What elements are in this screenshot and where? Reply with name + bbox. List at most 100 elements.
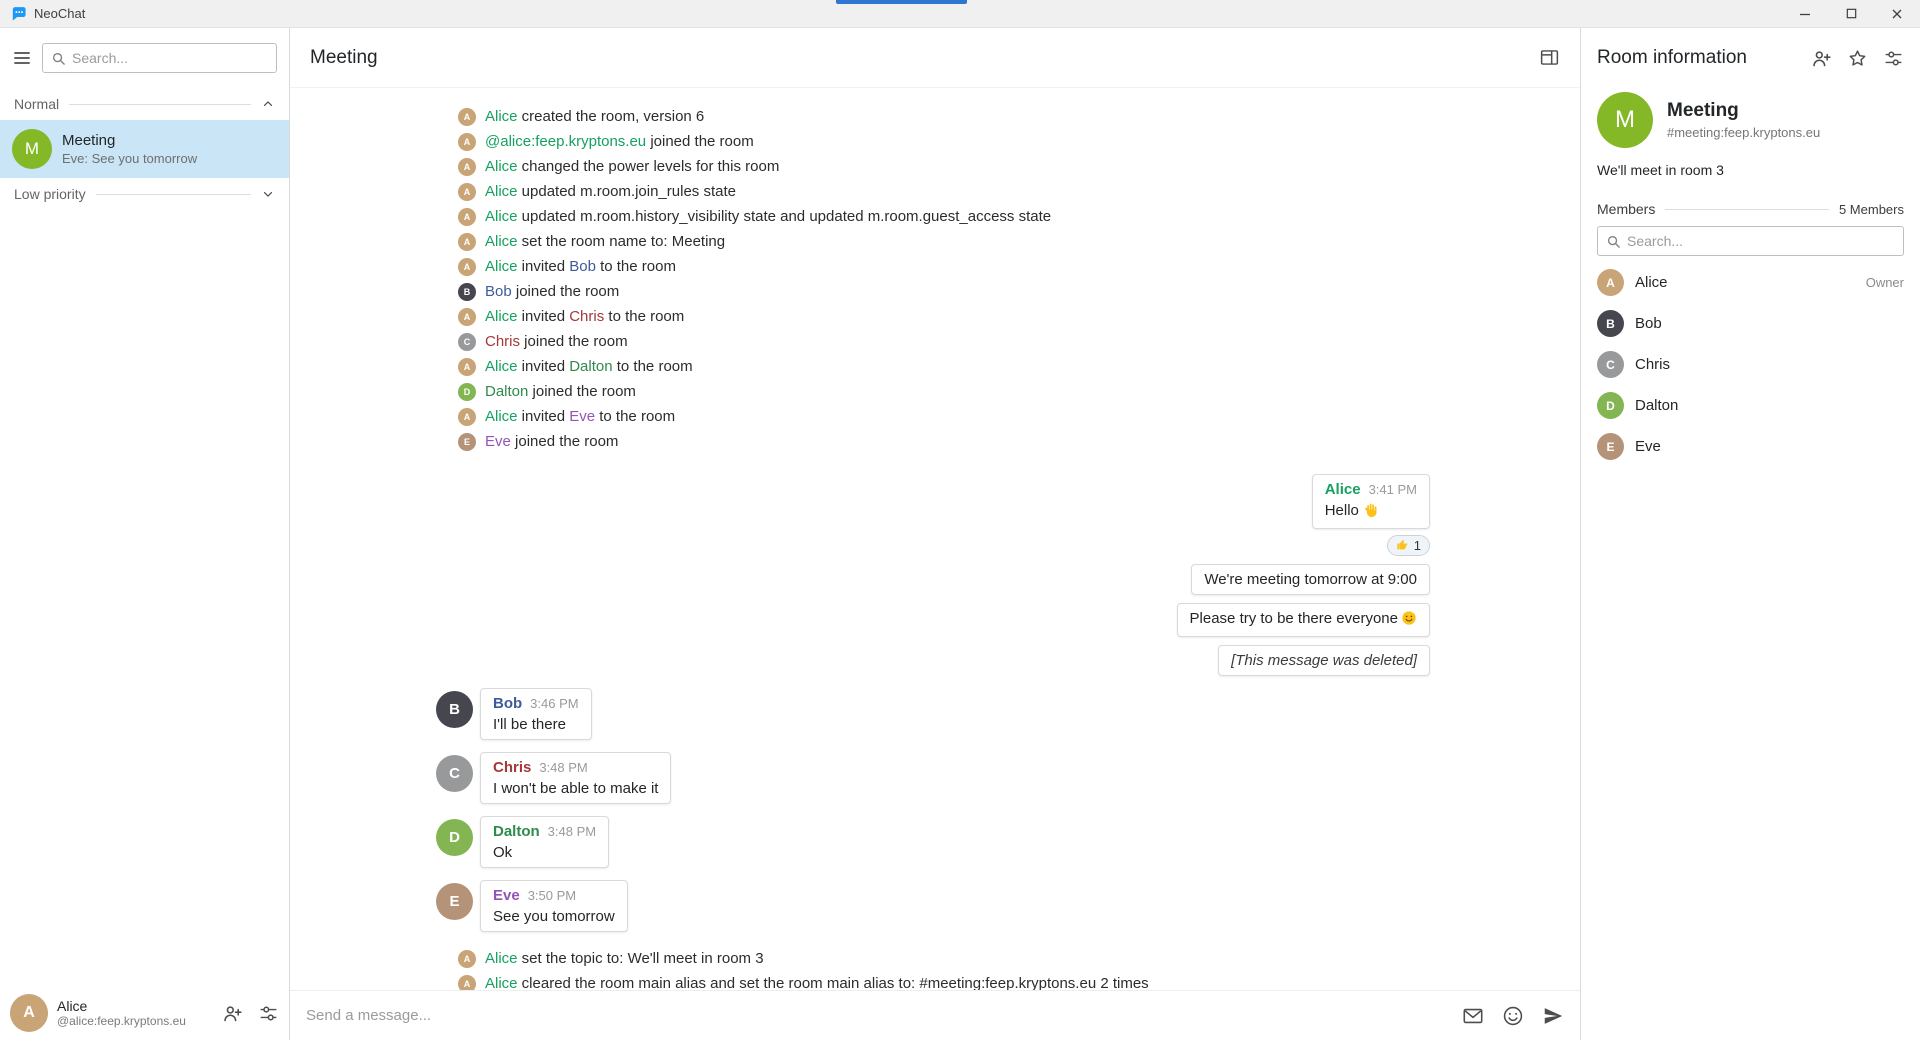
- state-text: Alice invited Chris to the room: [485, 308, 684, 325]
- close-button[interactable]: [1874, 0, 1920, 27]
- state-text-part: to the room: [612, 358, 693, 375]
- user-link[interactable]: @alice:feep.kryptons.eu: [485, 133, 647, 150]
- user-link[interactable]: Bob: [569, 258, 596, 275]
- message-time: 3:48 PM: [547, 824, 597, 839]
- members-divider: [1665, 208, 1829, 210]
- user-link[interactable]: Alice: [485, 308, 518, 325]
- panel-header: Room information: [1581, 28, 1920, 88]
- user-link[interactable]: Bob: [485, 283, 512, 300]
- user-avatar[interactable]: A: [10, 994, 48, 1032]
- state-text-part: set the room name to: Meeting: [517, 233, 726, 250]
- state-text: Alice changed the power levels for this …: [485, 158, 779, 175]
- state-text: @alice:feep.kryptons.eu joined the room: [485, 133, 754, 150]
- user-link[interactable]: Dalton: [485, 383, 529, 400]
- state-text: Bob joined the room: [485, 283, 619, 300]
- room-info-avatar: M: [1597, 92, 1653, 148]
- toggle-room-info-button[interactable]: [1539, 47, 1560, 68]
- room-search-input[interactable]: [72, 50, 268, 66]
- sender-name[interactable]: Eve: [493, 887, 520, 904]
- state-text-part: set the topic to: We'll meet in room 3: [517, 950, 764, 967]
- room-avatar: M: [12, 129, 52, 169]
- chevron-up-icon: [261, 97, 275, 111]
- user-meta: Alice @alice:feep.kryptons.eu: [57, 998, 207, 1028]
- user-link[interactable]: Alice: [485, 233, 518, 250]
- emoji-button[interactable]: [1502, 1005, 1524, 1027]
- account-area: A Alice @alice:feep.kryptons.eu: [0, 986, 289, 1040]
- maximize-button[interactable]: [1828, 0, 1874, 27]
- user-link[interactable]: Alice: [485, 208, 518, 225]
- send-button[interactable]: [1542, 1005, 1564, 1027]
- user-link[interactable]: Alice: [485, 975, 518, 990]
- member-row-chris[interactable]: C Chris: [1581, 344, 1920, 385]
- user-link[interactable]: Alice: [485, 358, 518, 375]
- user-link[interactable]: Alice: [485, 183, 518, 200]
- room-settings-button[interactable]: [1883, 48, 1904, 69]
- member-search-input[interactable]: [1627, 233, 1895, 249]
- user-link[interactable]: Alice: [485, 258, 518, 275]
- user-link[interactable]: Chris: [569, 308, 605, 325]
- user-link[interactable]: Alice: [485, 158, 518, 175]
- message-bubble[interactable]: Please try to be there everyone: [1176, 603, 1430, 637]
- hamburger-icon: [12, 48, 32, 68]
- titlebar: NeoChat: [0, 0, 1920, 28]
- state-text: Dalton joined the room: [485, 383, 636, 400]
- user-link[interactable]: Eve: [569, 408, 596, 425]
- chevron-down-icon: [261, 187, 275, 201]
- minimize-button[interactable]: [1782, 0, 1828, 27]
- message-bubble[interactable]: We're meeting tomorrow at 9:00: [1191, 564, 1430, 595]
- invite-user-button[interactable]: [1811, 48, 1832, 69]
- section-low-priority[interactable]: Low priority: [0, 178, 289, 210]
- user-link[interactable]: Alice: [485, 950, 518, 967]
- main-menu-button[interactable]: [12, 48, 32, 68]
- alice-avatar: A: [458, 257, 476, 276]
- reaction-row: 1: [1386, 535, 1430, 556]
- room-alias[interactable]: #meeting:feep.kryptons.eu: [1667, 125, 1821, 140]
- reaction-thumbsup[interactable]: 1: [1386, 535, 1430, 556]
- sender-name[interactable]: Chris: [493, 759, 532, 776]
- eve-avatar[interactable]: E: [436, 883, 473, 920]
- user-link[interactable]: Chris: [485, 333, 521, 350]
- bob-avatar[interactable]: B: [436, 691, 473, 728]
- sender-name[interactable]: Alice: [1324, 481, 1361, 498]
- favourite-button[interactable]: [1847, 48, 1868, 69]
- section-label: Normal: [14, 96, 60, 112]
- dalton-avatar[interactable]: D: [436, 819, 473, 856]
- user-link[interactable]: Alice: [485, 408, 518, 425]
- chris-avatar[interactable]: C: [436, 755, 473, 792]
- sender-name[interactable]: Dalton: [493, 823, 540, 840]
- settings-button[interactable]: [258, 1003, 279, 1024]
- add-friend-button[interactable]: [222, 1003, 243, 1024]
- message-input[interactable]: [306, 1007, 1444, 1024]
- attach-button[interactable]: [1462, 1005, 1484, 1027]
- message-time: 3:48 PM: [539, 760, 588, 775]
- window-controls: [1782, 0, 1920, 27]
- user-link[interactable]: Eve: [485, 433, 511, 450]
- sender-name[interactable]: Bob: [493, 695, 523, 712]
- state-text-part: joined the room: [511, 283, 620, 300]
- section-divider: [95, 193, 251, 195]
- state-text: Alice updated m.room.join_rules state: [485, 183, 736, 200]
- room-title: Meeting: [310, 46, 378, 68]
- user-link[interactable]: Alice: [485, 108, 518, 125]
- chris-avatar: C: [1597, 351, 1624, 378]
- state-text-part: joined the room: [646, 133, 754, 150]
- user-link[interactable]: Dalton: [569, 358, 613, 375]
- section-normal[interactable]: Normal: [0, 88, 289, 120]
- message-bubble[interactable]: [This message was deleted]: [1218, 645, 1430, 676]
- member-name: Chris: [1635, 356, 1671, 373]
